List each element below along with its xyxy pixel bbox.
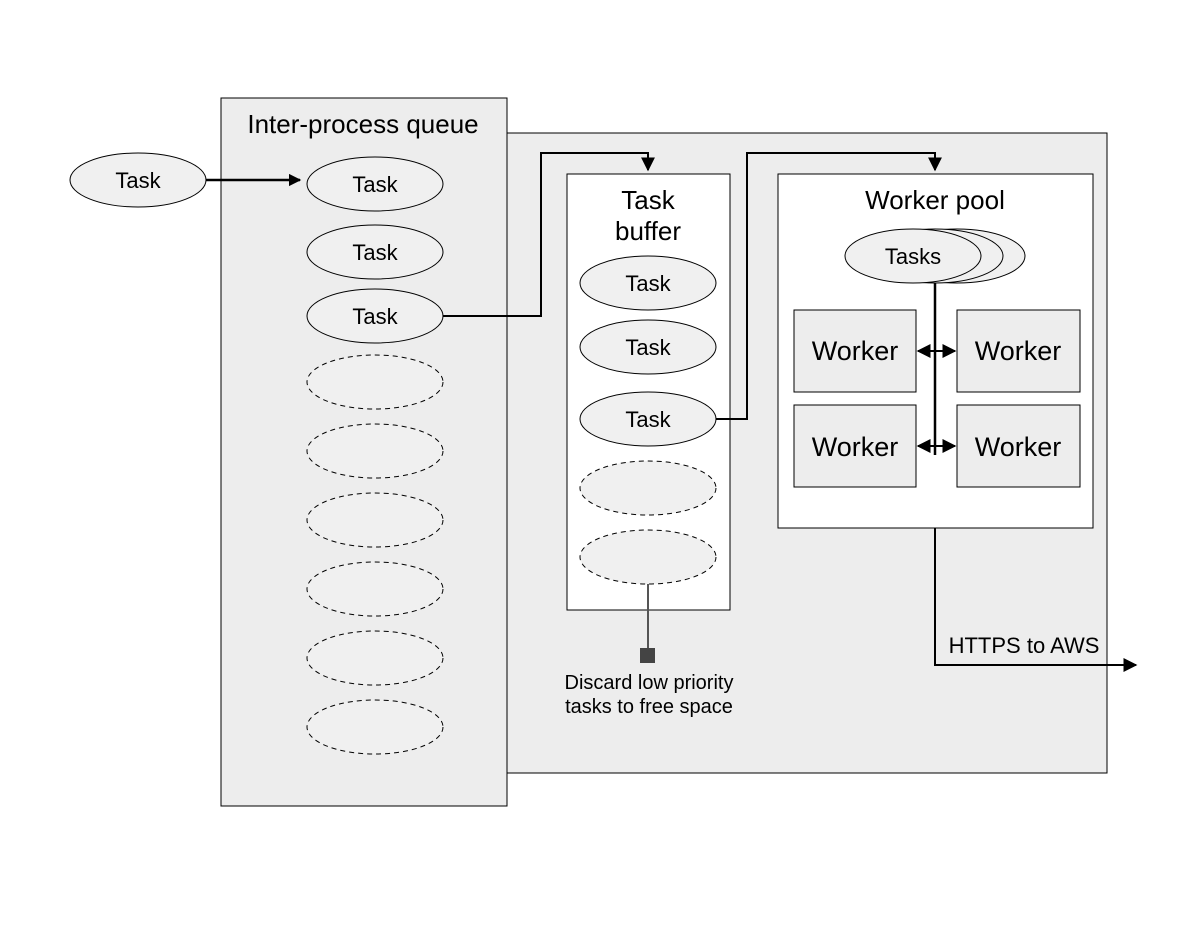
queue-empty-slot <box>306 630 444 686</box>
tasks-stack: Tasks <box>844 228 1026 284</box>
buffer-task: Task <box>579 255 717 311</box>
discard-note-line2: tasks to free space <box>565 696 733 718</box>
output-label: HTTPS to AWS <box>949 633 1100 658</box>
queue-title: Inter-process queue <box>247 109 478 139</box>
worker-label: Worker <box>975 432 1062 462</box>
worker: Worker <box>956 309 1081 393</box>
worker-label: Worker <box>975 336 1062 366</box>
buffer-title-line2: buffer <box>615 216 681 246</box>
queue-task: Task <box>306 224 444 280</box>
discard-note-line1: Discard low priority <box>565 672 734 694</box>
buffer-task-label: Task <box>625 335 671 360</box>
buffer-task-label: Task <box>625 407 671 432</box>
queue-empty-slots <box>306 354 444 755</box>
queue-empty-slot <box>306 423 444 479</box>
buffer-title-line1: Task <box>621 185 675 215</box>
worker: Worker <box>793 309 917 393</box>
incoming-task: Task <box>69 152 207 208</box>
incoming-task-label: Task <box>115 168 161 193</box>
worker-label: Worker <box>812 336 899 366</box>
worker: Worker <box>793 404 917 488</box>
queue-empty-slot <box>306 561 444 617</box>
queue-empty-slot <box>306 492 444 548</box>
buffer-to-pool-connector <box>716 152 942 420</box>
worker-label: Worker <box>812 432 899 462</box>
buffer-empty-slot <box>579 529 717 585</box>
discard-square-icon <box>640 648 655 663</box>
buffer-task: Task <box>579 391 717 447</box>
tasks-stack-label: Tasks <box>885 244 941 269</box>
buffer-task: Task <box>579 319 717 375</box>
worker: Worker <box>956 404 1081 488</box>
queue-to-buffer-connector <box>443 152 655 317</box>
queue-task-label: Task <box>352 172 398 197</box>
queue-task: Task <box>306 288 444 344</box>
queue-task: Task <box>306 156 444 212</box>
queue-empty-slot <box>306 354 444 410</box>
buffer-empty-slot <box>579 460 717 516</box>
output-connector <box>934 528 1138 672</box>
buffer-task-label: Task <box>625 271 671 296</box>
buffer-empty-slots <box>579 460 717 585</box>
queue-task-label: Task <box>352 304 398 329</box>
worker-pool-title: Worker pool <box>865 185 1005 215</box>
queue-task-label: Task <box>352 240 398 265</box>
queue-empty-slot <box>306 699 444 755</box>
